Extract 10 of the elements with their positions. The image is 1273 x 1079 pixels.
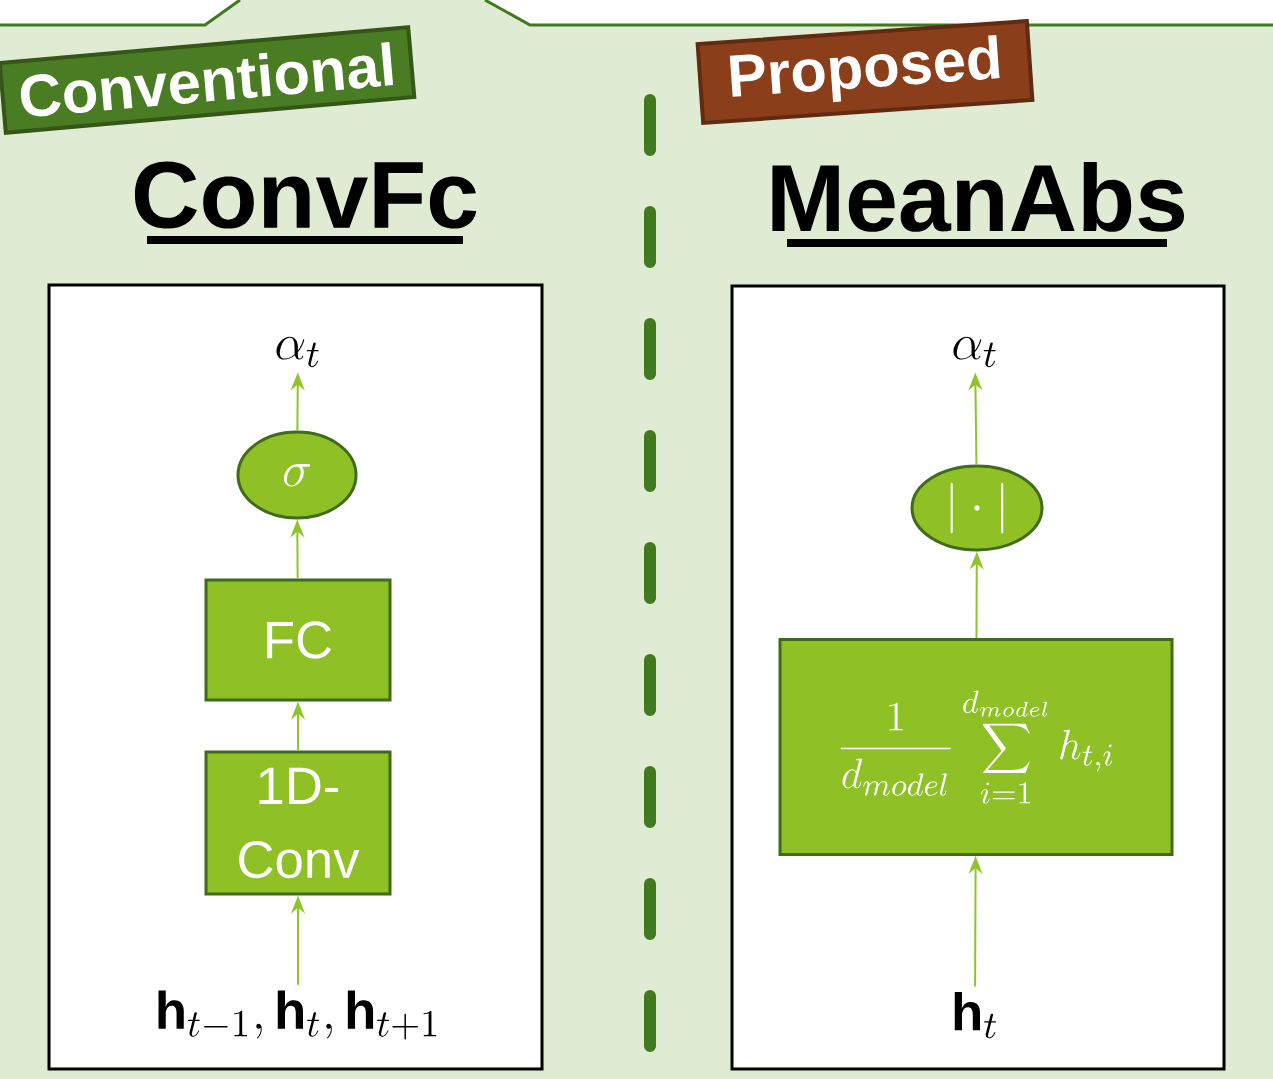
underlined-title: ConvFc — [134, 161, 477, 244]
formula-box: $\frac{1}{d_{model}}\sum_{i=1}^{d_{model}}h_{t,i}$ — [778, 638, 1174, 856]
math-label: $\alpha_t$ — [953, 336, 996, 368]
process-box: FC — [204, 578, 392, 702]
math-label: $\mathbf{h}_t$ — [954, 992, 996, 1039]
banner: Conventional — [0, 25, 417, 135]
process-box: 1D-Conv — [204, 750, 392, 896]
math-label: $\mathbf{h}_{t-1},\mathbf{h}_t,\mathbf{h}_{t+1}$ — [158, 990, 437, 1040]
underlined-title: MeanAbs — [772, 162, 1185, 247]
math-label: $\alpha_t$ — [276, 336, 319, 368]
